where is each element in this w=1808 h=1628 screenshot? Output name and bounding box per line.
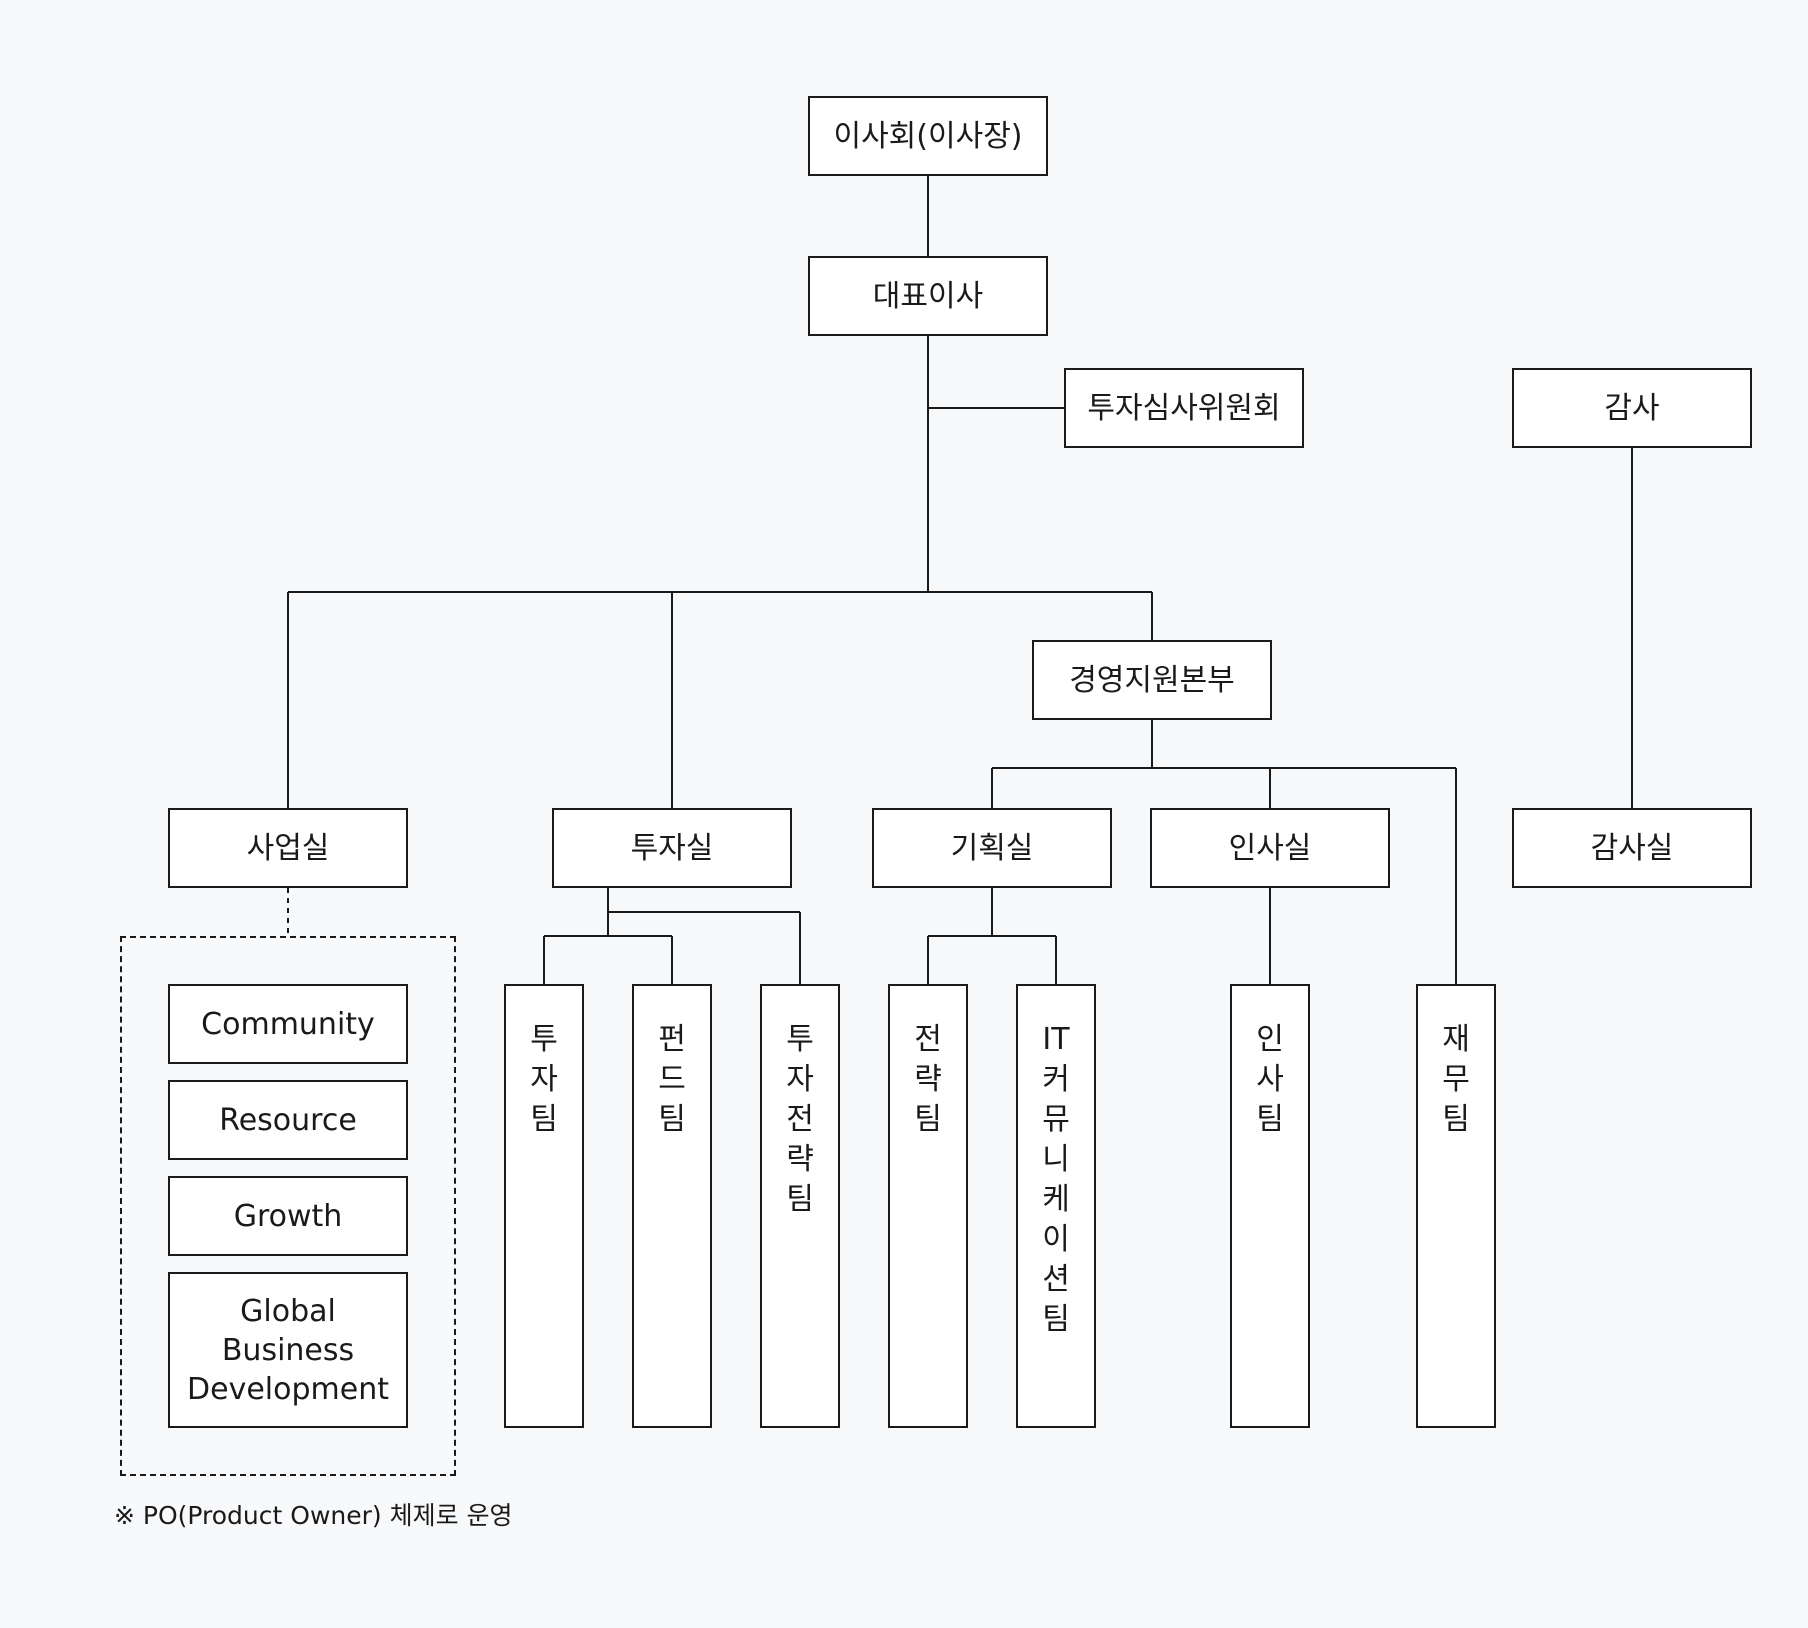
team-resource: Resource bbox=[168, 1080, 408, 1160]
team-finance-label: 재무팀 bbox=[1442, 1022, 1470, 1137]
team-strategy: 전략팀 bbox=[888, 984, 968, 1428]
team-fund: 펀드팀 bbox=[632, 984, 712, 1428]
team-investment-strategy: 투자전략팀 bbox=[760, 984, 840, 1428]
committee-box: 투자심사위원회 bbox=[1064, 368, 1304, 448]
audit-office-box: 감사실 bbox=[1512, 808, 1752, 888]
footnote: ※ PO(Product Owner) 체제로 운영 bbox=[114, 1501, 513, 1530]
team-community: Community bbox=[168, 984, 408, 1064]
team-it-communication: IT커뮤니케이션팀 bbox=[1016, 984, 1096, 1428]
team-global-business-development: Global Business Development bbox=[168, 1272, 408, 1428]
investment-office-box: 투자실 bbox=[552, 808, 792, 888]
po-group-frame bbox=[120, 936, 456, 1476]
team-it-communication-label: IT커뮤니케이션팀 bbox=[1042, 1022, 1070, 1337]
team-fund-label: 펀드팀 bbox=[658, 1022, 686, 1137]
team-investment-label: 투자팀 bbox=[530, 1022, 558, 1137]
team-hr-label: 인사팀 bbox=[1256, 1022, 1284, 1137]
board-box: 이사회(이사장) bbox=[808, 96, 1048, 176]
business-office-box: 사업실 bbox=[168, 808, 408, 888]
mgmt-hq-box: 경영지원본부 bbox=[1032, 640, 1272, 720]
ceo-box: 대표이사 bbox=[808, 256, 1048, 336]
hr-office-box: 인사실 bbox=[1150, 808, 1390, 888]
team-investment: 투자팀 bbox=[504, 984, 584, 1428]
team-hr: 인사팀 bbox=[1230, 984, 1310, 1428]
audit-box: 감사 bbox=[1512, 368, 1752, 448]
team-finance: 재무팀 bbox=[1416, 984, 1496, 1428]
team-strategy-label: 전략팀 bbox=[914, 1022, 942, 1137]
planning-office-box: 기획실 bbox=[872, 808, 1112, 888]
team-growth: Growth bbox=[168, 1176, 408, 1256]
team-investment-strategy-label: 투자전략팀 bbox=[786, 1022, 814, 1217]
